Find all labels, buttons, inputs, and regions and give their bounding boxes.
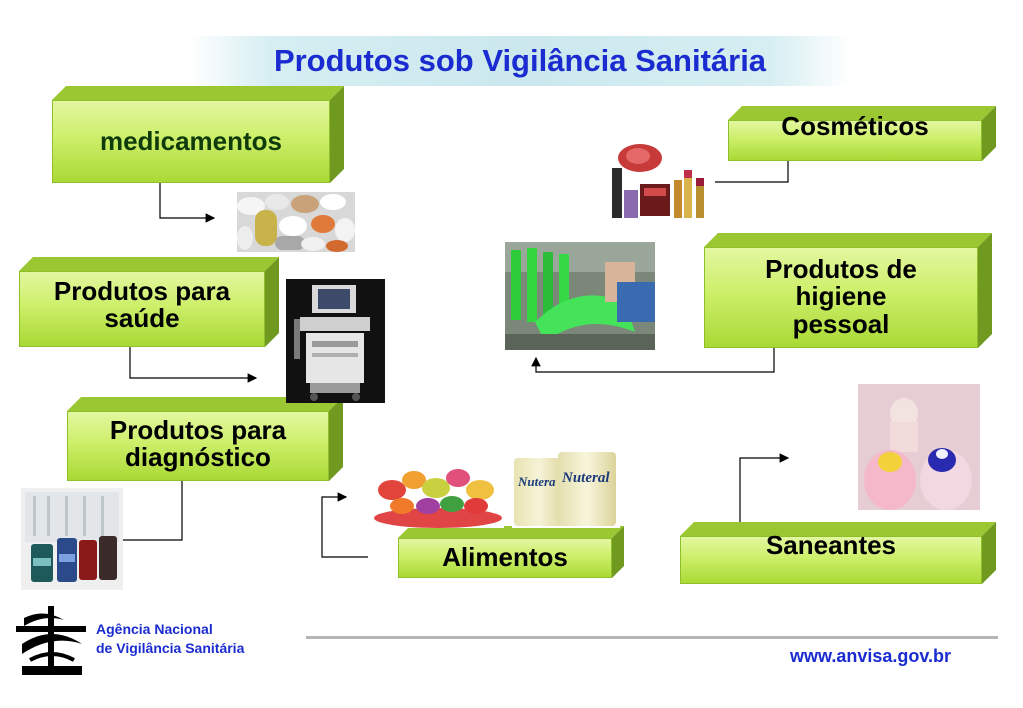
arrow-diagnostico <box>110 480 183 545</box>
label-diagnostico-line2: diagnóstico <box>125 442 271 472</box>
arrow-saude <box>129 345 258 383</box>
medical-device-image <box>286 279 385 403</box>
label-alimentos: Alimentos <box>442 542 568 573</box>
agency-line2: de Vigilância Sanitária <box>96 640 245 656</box>
box-saneantes: Saneantes <box>680 522 996 584</box>
arrow-higiene <box>531 347 775 373</box>
cosmetics-image <box>610 140 715 220</box>
label-saude-line2: saúde <box>104 303 180 333</box>
footer-divider <box>306 636 998 639</box>
agency-name: Agência Nacional de Vigilância Sanitária <box>96 620 244 658</box>
label-saude-line1: Produtos para <box>53 275 231 306</box>
label-medicamentos: medicamentos <box>99 125 283 156</box>
page-title: Produtos sob Vigilância Sanitária <box>273 43 767 78</box>
box-produtos-diagnostico: Produtos para diagnóstico <box>67 397 343 481</box>
label-higiene-line1: Produtos de <box>765 254 917 285</box>
label-higiene-line2: higiene <box>795 281 887 312</box>
box-medicamentos: medicamentos <box>52 86 344 183</box>
label-diagnostico-line1: Produtos para <box>109 414 287 445</box>
arrow-medicamentos <box>159 183 216 223</box>
box-higiene-pessoal: Produtos de higiene pessoal <box>704 233 992 348</box>
nuteral-cans-image: Nutera Nuteral <box>512 450 620 528</box>
title-banner: Produtos sob Vigilância Sanitária <box>190 36 850 86</box>
anvisa-logo <box>14 604 90 676</box>
arrow-saneantes <box>739 453 790 540</box>
anvisa-logo-icon <box>16 606 86 675</box>
cleaning-bottles-image <box>858 384 980 510</box>
production-line-image <box>505 242 655 350</box>
pills-image <box>237 192 355 252</box>
nutera-label-2: Nuteral <box>562 470 610 486</box>
box-produtos-saude: Produtos para saúde <box>19 257 279 347</box>
label-saneantes: Saneantes <box>765 530 897 561</box>
website-url[interactable]: www.anvisa.gov.br <box>790 646 952 666</box>
box-alimentos: Alimentos <box>398 526 624 578</box>
diagnostic-kit-image <box>21 488 123 590</box>
candies-image <box>372 460 504 528</box>
label-cosmeticos: Cosméticos <box>781 110 929 141</box>
label-higiene-line3: pessoal <box>792 308 890 339</box>
nutera-label-1: Nutera <box>518 474 556 489</box>
box-cosmeticos: Cosméticos <box>728 106 996 161</box>
arrow-alimentos-left <box>321 492 368 558</box>
agency-line1: Agência Nacional <box>96 621 213 637</box>
